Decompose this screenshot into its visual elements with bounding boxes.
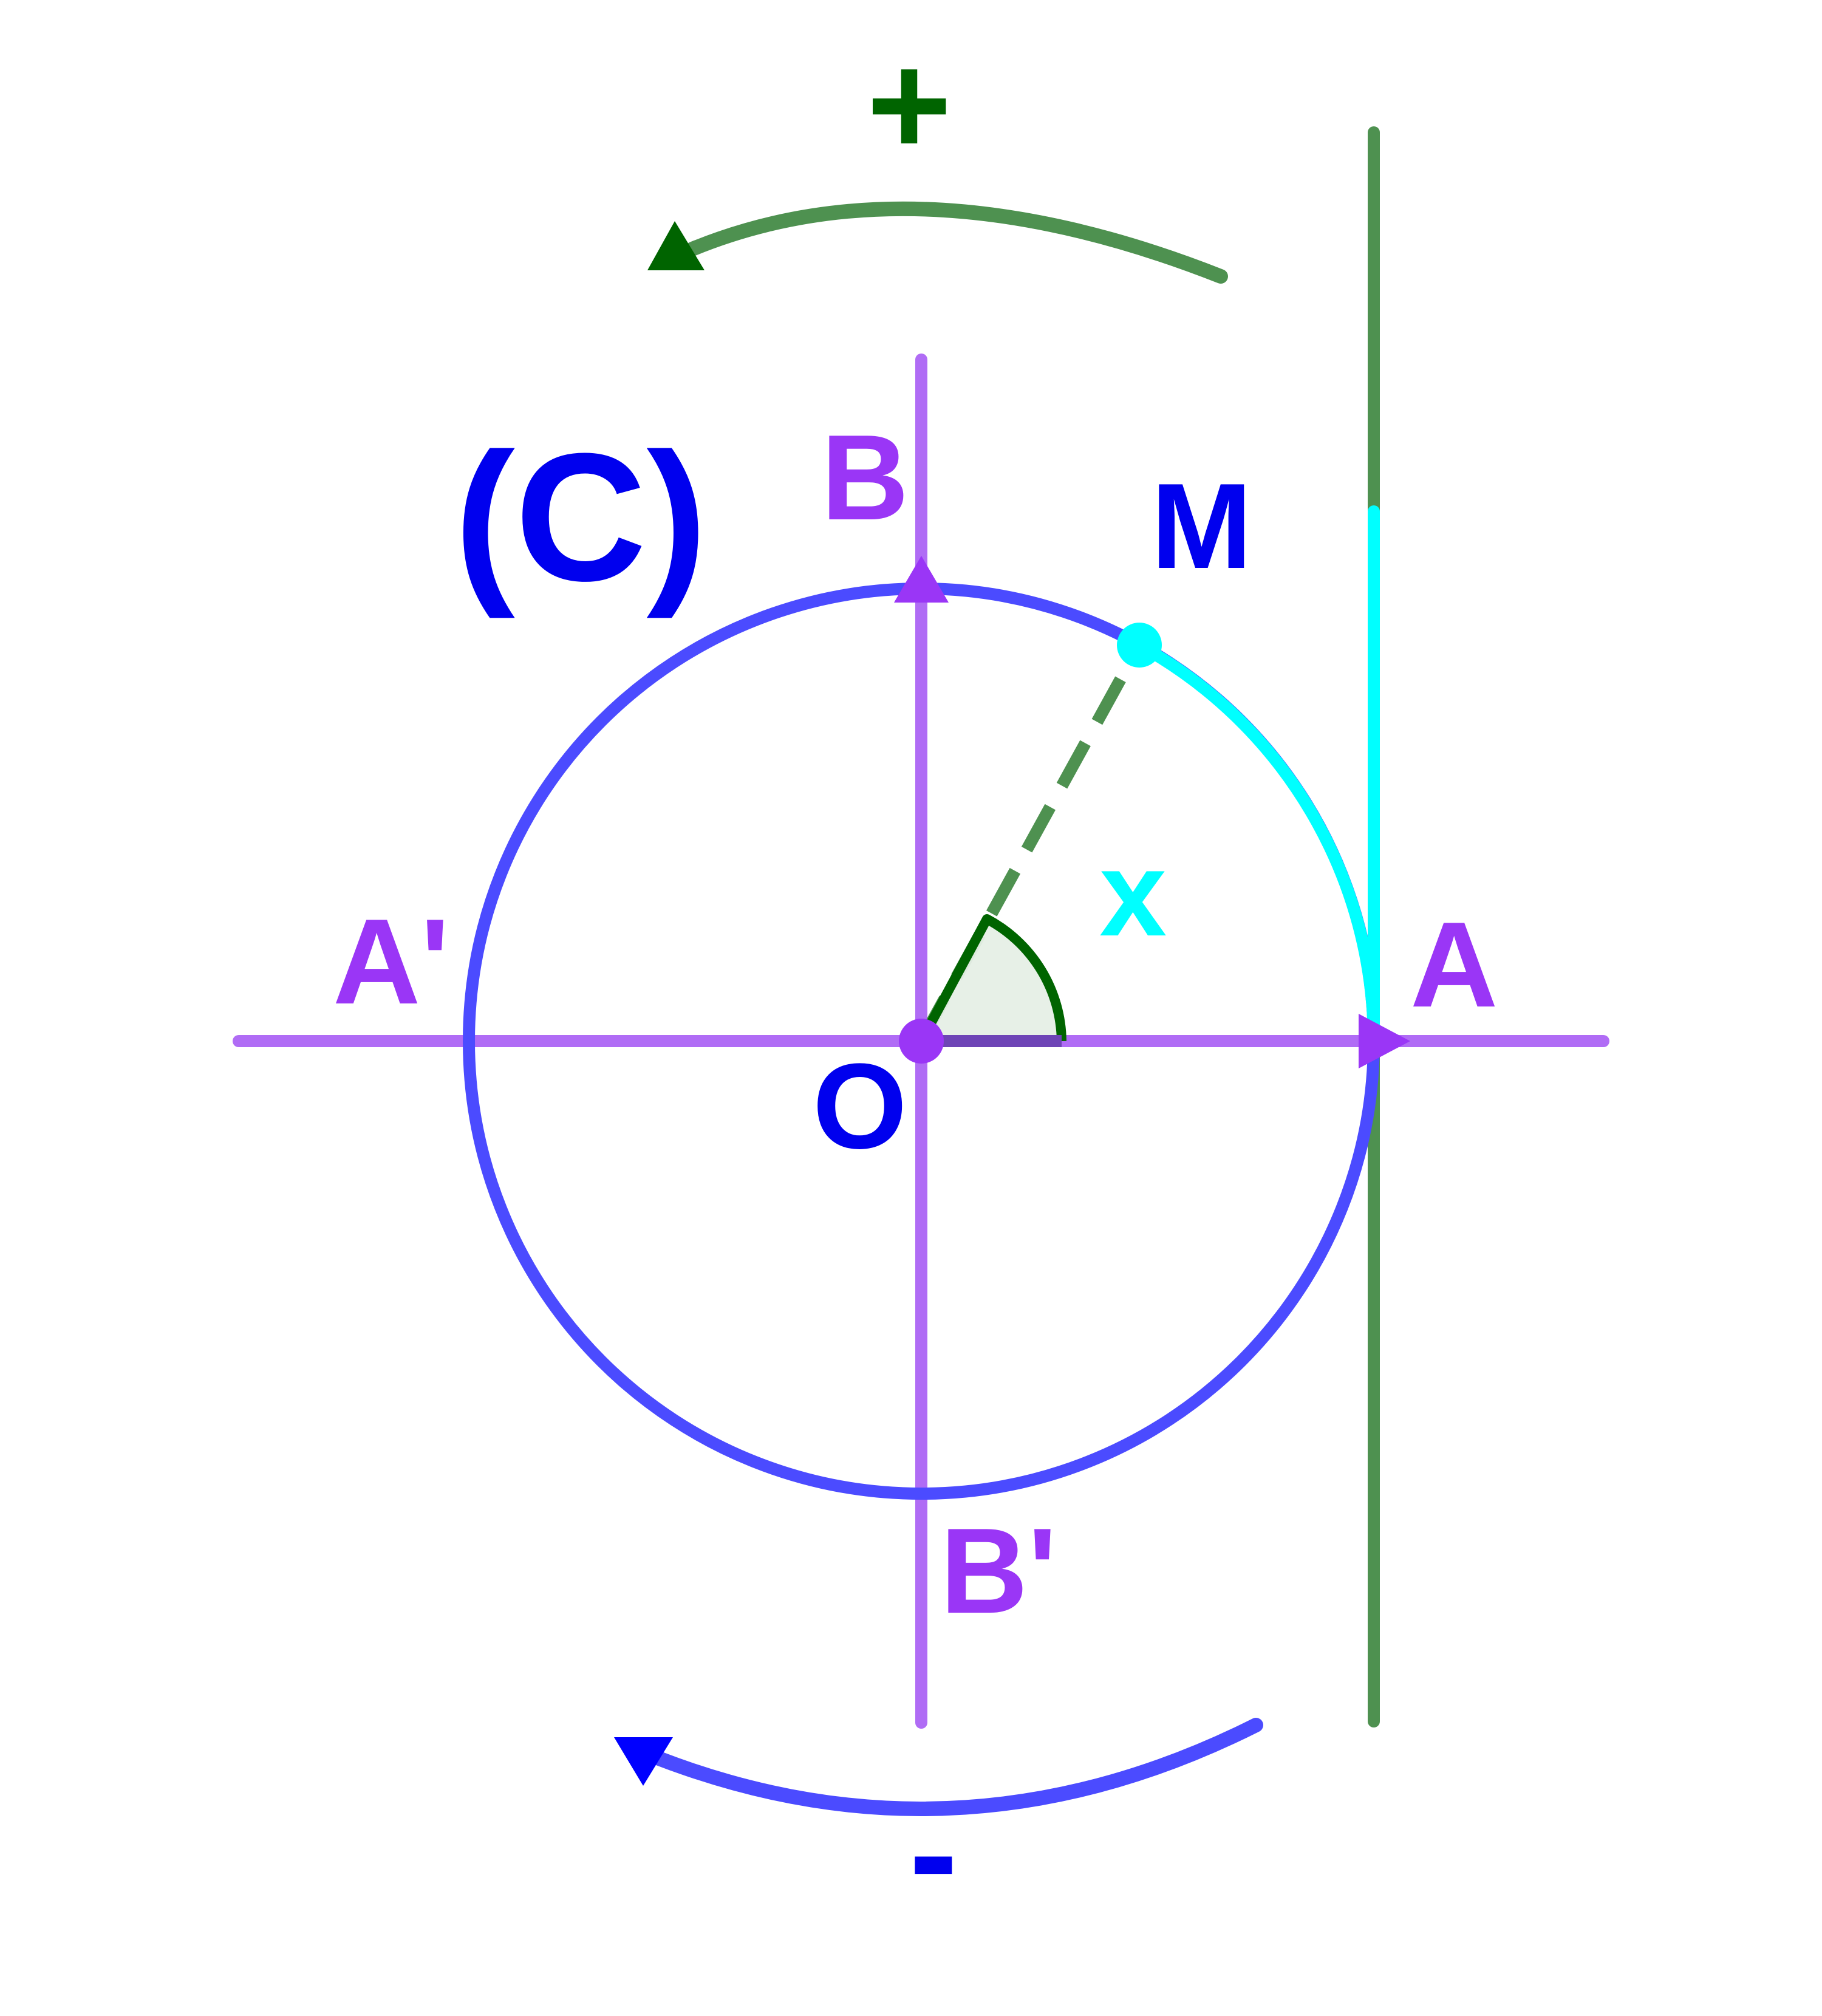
label-b-prime: B' — [940, 1503, 1057, 1639]
negative-direction-arc — [652, 1718, 1263, 1816]
positive-direction-arc — [685, 201, 1228, 284]
negative-sign-label: - — [909, 1771, 958, 1934]
vertical-axis-arrowhead — [894, 556, 949, 603]
circle-name-label: (C) — [454, 415, 707, 620]
origin-point — [899, 1019, 944, 1064]
arc-a-to-m — [1133, 639, 1380, 1047]
label-a-prime: A' — [333, 894, 449, 1030]
positive-direction-arrowhead — [647, 221, 705, 270]
angle-x-sector — [921, 919, 1062, 1041]
positive-sign-label: + — [867, 23, 952, 186]
horizontal-axis-arrowhead — [1359, 1014, 1410, 1068]
label-x: x — [1099, 826, 1167, 962]
negative-direction-arrowhead — [614, 1737, 673, 1786]
label-m: M — [1151, 459, 1252, 594]
label-a: A — [1410, 897, 1498, 1033]
label-o: O — [813, 1039, 907, 1174]
label-b: B — [821, 410, 909, 545]
angle-x-arc — [916, 914, 1066, 1044]
point-m — [1117, 623, 1162, 668]
